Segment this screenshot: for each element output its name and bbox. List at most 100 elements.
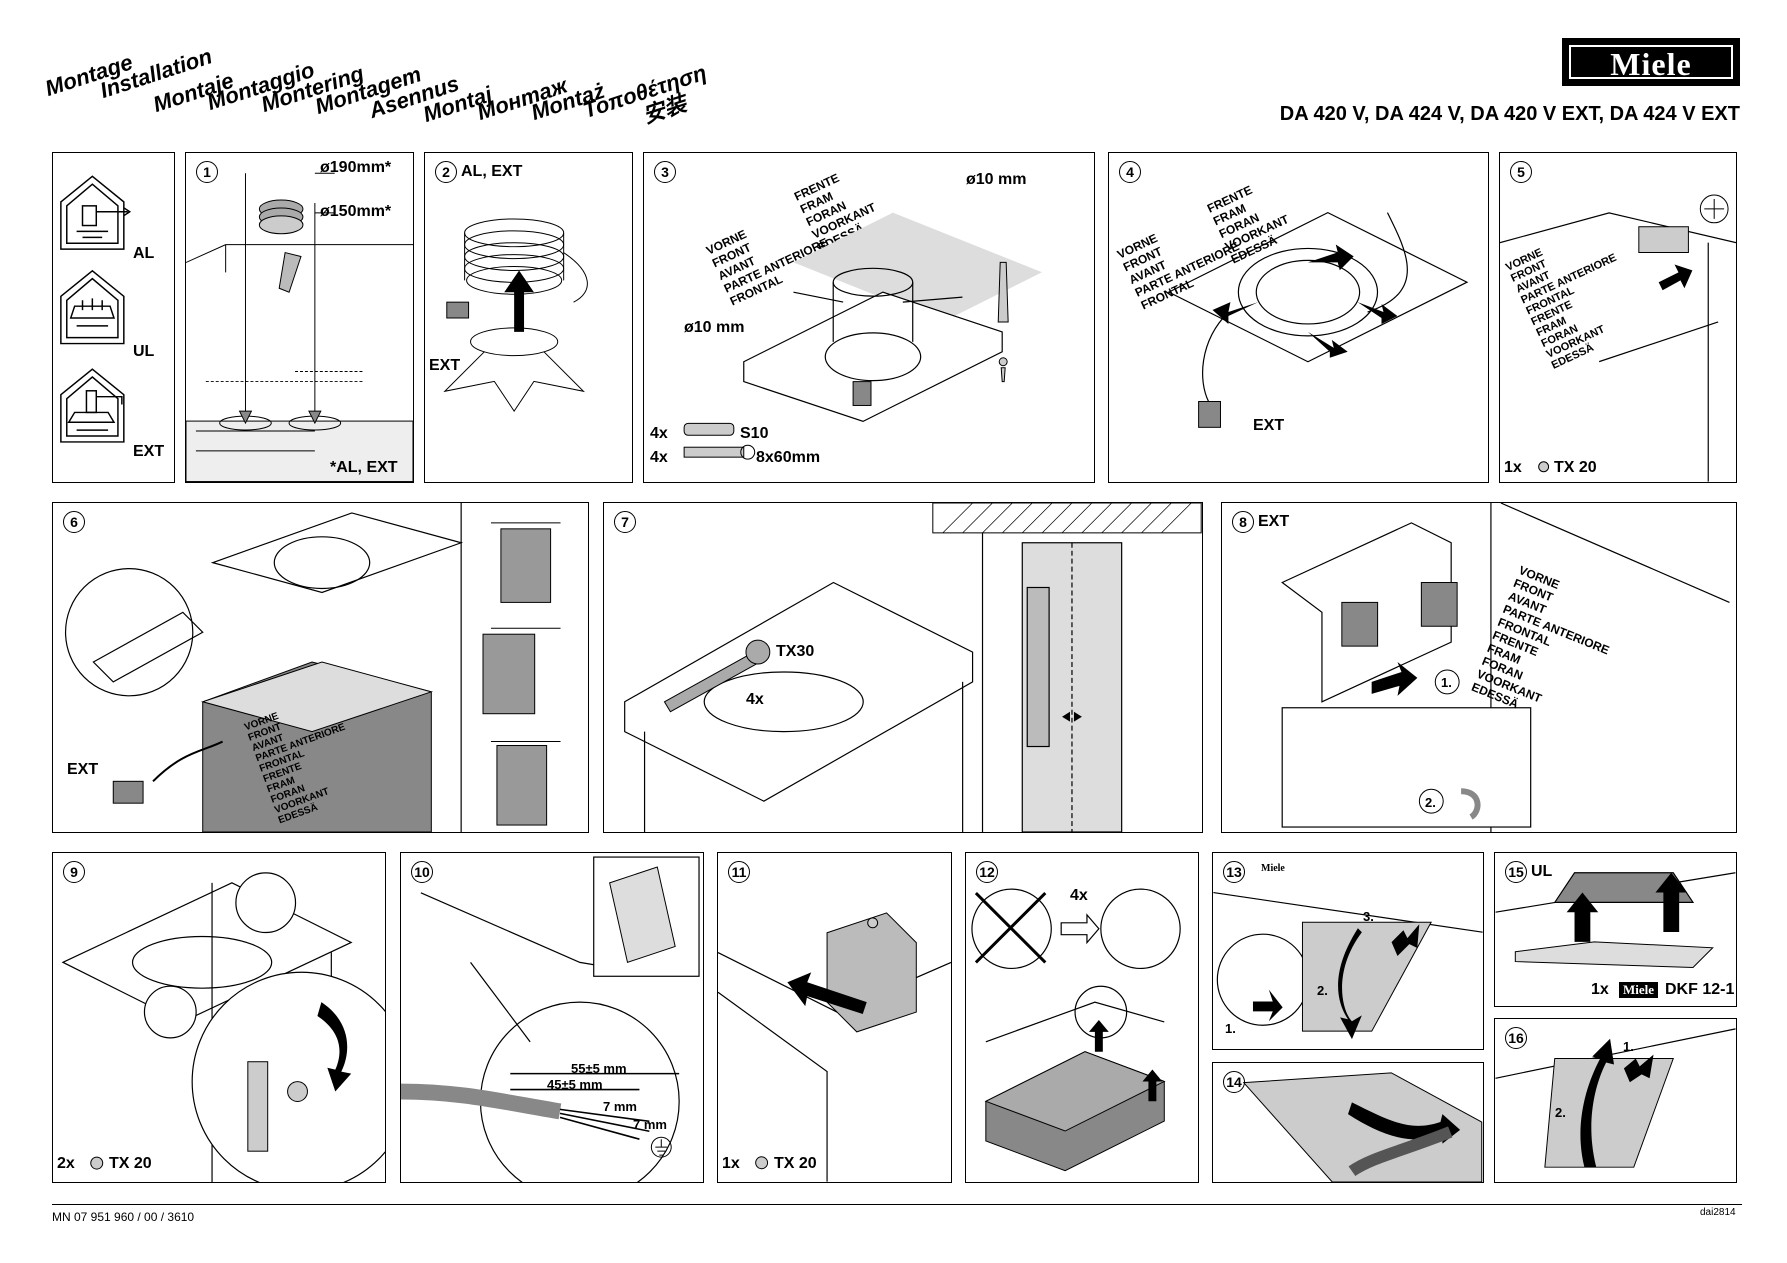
step16-substep-1: 1.: [1623, 1039, 1634, 1054]
connector-icon: [1341, 582, 1458, 647]
tx30-label: TX30: [776, 643, 815, 660]
step-number: 8: [1232, 511, 1254, 533]
curved-arrow-icon: [1338, 928, 1362, 1040]
step4-ext-label: EXT: [1253, 417, 1285, 434]
step14-sketch: [1242, 1072, 1483, 1182]
step6-sketch: [64, 503, 561, 832]
panel-step-9: 9 2x TX 20: [52, 852, 386, 1183]
filter-icon: [1514, 941, 1714, 969]
up-arrow-icon: [1655, 872, 1688, 932]
screw-icon: [1538, 461, 1550, 473]
arrow-icon: [1658, 264, 1693, 291]
step12-sketch: [971, 888, 1181, 1172]
tool-label: TX 20: [1554, 459, 1597, 476]
qty-label: 2x: [57, 1155, 75, 1172]
ext-label: EXT: [133, 443, 165, 460]
pencil-icon: [278, 251, 302, 293]
step5-sketch: [1500, 194, 1736, 482]
qty-label: 1x: [1504, 459, 1522, 476]
curved-arrow-icon: [1580, 1038, 1615, 1168]
drawing-code: dai2814: [1700, 1207, 1736, 1218]
step3-sketch: [683, 212, 1042, 460]
step9-sketch: [61, 872, 385, 1182]
step15-qty: 1x: [1591, 981, 1609, 998]
bracket-icon: [1638, 226, 1689, 254]
wall-plug-icon: [997, 261, 1009, 383]
step15-sketch: [1495, 872, 1736, 969]
step-number: 13: [1223, 861, 1245, 883]
panel-step-8: 8 EXT VORNE FRONT AVANT PARTE ANTERIORE …: [1221, 502, 1737, 833]
panel-step-1: 1 ø190mm* ø150mm* *AL, EXT: [185, 152, 414, 483]
step-number: 7: [614, 511, 636, 533]
step2-ext-label: EXT: [429, 357, 461, 374]
step2-sketch: [443, 218, 588, 412]
tool-label: TX 20: [109, 1155, 152, 1172]
up-arrow-icon: [1142, 1069, 1163, 1102]
panel-step-16: 16 1. 2.: [1494, 1018, 1737, 1183]
al-label: AL: [133, 245, 155, 262]
screwdriver-icon: [1699, 194, 1729, 224]
panel-step-12: 12 4x: [965, 852, 1199, 1183]
tool-label: TX 20: [774, 1155, 817, 1172]
step12-qty: 4x: [1070, 887, 1088, 904]
step15-brand: Miele: [1619, 982, 1659, 998]
brush-icon: [1348, 1126, 1453, 1177]
step13-substep-3: 3.: [1363, 909, 1374, 924]
spiral-duct-icon: [258, 199, 304, 235]
connector-icon: [1198, 400, 1221, 428]
model-list: DA 420 V, DA 424 V, DA 420 V EXT, DA 424…: [1279, 103, 1740, 125]
up-arrow-icon: [1088, 1019, 1109, 1052]
connector-icon: [446, 301, 470, 319]
step-number: 14: [1223, 1071, 1245, 1093]
step4-sketch: [1167, 211, 1469, 428]
hood-type-icons: [60, 175, 132, 443]
panel-step-15: 15 UL 1x Miele DKF 12-1: [1494, 852, 1737, 1007]
document-number: MN 07 951 960 / 00 / 3610: [52, 1210, 195, 1224]
manual-booklet-icon: [609, 866, 676, 964]
step7-qty: 4x: [746, 691, 764, 708]
step16-sketch: [1495, 1028, 1736, 1168]
screw-label: 8x60mm: [756, 449, 821, 466]
ext-house-icon: [60, 368, 125, 443]
ul-house-icon: [60, 269, 125, 345]
d10-label-top: ø10 mm: [966, 171, 1027, 188]
step-number: 16: [1505, 1027, 1527, 1049]
panel-step-11: 11 1x TX 20: [717, 852, 952, 1183]
cover-icon: [826, 912, 917, 1033]
d10-label-left: ø10 mm: [684, 319, 745, 336]
screw-qty: 4x: [650, 449, 668, 466]
panel-step-7: 7 TX30 4x: [603, 502, 1203, 833]
step-number: 3: [654, 161, 676, 183]
step8-sketch: [1281, 503, 1730, 832]
step-number: 5: [1510, 161, 1532, 183]
diameter-150-label: ø150mm*: [320, 203, 392, 220]
arrow-icon: [1623, 1054, 1654, 1083]
step-number: 1: [196, 161, 218, 183]
dim-7a: 7 mm: [603, 1099, 637, 1114]
logo-text: Miele: [1569, 45, 1733, 81]
screw-icon: [867, 917, 879, 929]
connector-icon: [852, 381, 872, 406]
screw-icon: [683, 446, 745, 458]
filter-icon: [1544, 1058, 1674, 1168]
step15-title: UL: [1531, 863, 1553, 880]
curved-arrow-icon: [317, 1002, 352, 1092]
panel-step-10: 10 55±5 mm 45±5 mm 7 mm 7 mm: [400, 852, 704, 1183]
hood-brand: Miele: [1261, 863, 1285, 874]
panel-step-5: 5 VORNE FRONT AVANT PARTE ANTERIORE FRON…: [1499, 152, 1737, 483]
step-number: 10: [411, 861, 433, 883]
dim-55: 55±5 mm: [571, 1061, 627, 1076]
step1-sketch: [186, 172, 413, 482]
plug-label: S10: [740, 425, 769, 442]
screw-icon: [755, 1156, 769, 1170]
up-arrow-icon: [1566, 892, 1599, 942]
panel-step-3: 3 VORNE FRONT AVANT PARTE ANTERIORE FRON…: [643, 152, 1095, 483]
ground-icon: [650, 1136, 672, 1158]
panel-step-2: 2 AL, EXT EXT: [424, 152, 633, 483]
cross-icon: [974, 892, 1047, 964]
panel-step-4: 4 VORNE FRONT AVANT PARTE ANTERIORE FRON…: [1108, 152, 1489, 483]
step8-substep-2: 2.: [1425, 795, 1436, 810]
step10-sketch: [401, 856, 700, 1182]
panel-hood-types: AL UL EXT: [52, 152, 175, 483]
push-arrow-icon: [1371, 662, 1418, 696]
